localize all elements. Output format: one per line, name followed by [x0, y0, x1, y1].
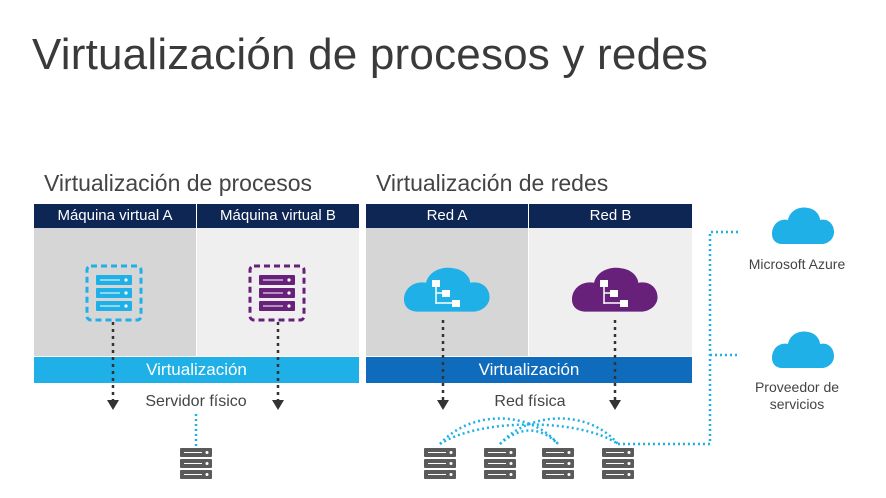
- provider-cloud-icon: [772, 331, 834, 368]
- physical-server-icon: [179, 447, 213, 480]
- provider-label-line1: Proveedor de: [754, 379, 840, 395]
- net-b-arrow-icon: [609, 320, 621, 410]
- net-b-cloud-icon: [572, 267, 658, 312]
- provider-label-line2: servicios: [769, 396, 825, 412]
- azure-cloud-icon: [772, 207, 834, 244]
- vm-a-header: Máquina virtual A: [34, 204, 196, 228]
- process-virtualization-bar: Virtualización: [34, 357, 359, 383]
- page-title: Virtualización de procesos y redes: [32, 30, 709, 79]
- physical-server-label: Servidor físico: [145, 393, 247, 410]
- net-a-arrow-icon: [437, 320, 449, 410]
- provider-label: Proveedor de servicios: [742, 379, 852, 413]
- net-a-header: Red A: [366, 204, 528, 228]
- vm-b-server-icon: [248, 264, 306, 322]
- physical-network-label: Red física: [494, 393, 566, 410]
- network-virtualization-bar: Virtualización: [366, 357, 692, 383]
- vm-a-arrow-icon: [107, 322, 119, 410]
- network-server-icon: [601, 447, 635, 480]
- vm-a-server-icon: [85, 264, 143, 322]
- network-server-icon: [423, 447, 457, 480]
- net-b-header: Red B: [529, 204, 692, 228]
- network-server-icon: [483, 447, 517, 480]
- process-virtualization-title: Virtualización de procesos: [44, 170, 313, 196]
- network-virtualization-title: Virtualización de redes: [376, 170, 609, 196]
- azure-label: Microsoft Azure: [748, 256, 846, 272]
- physical-network-mesh: [439, 230, 740, 446]
- net-a-cloud-icon: [404, 267, 490, 312]
- vm-b-header: Máquina virtual B: [197, 204, 359, 228]
- network-server-icon: [541, 447, 575, 480]
- vm-b-arrow-icon: [272, 322, 284, 410]
